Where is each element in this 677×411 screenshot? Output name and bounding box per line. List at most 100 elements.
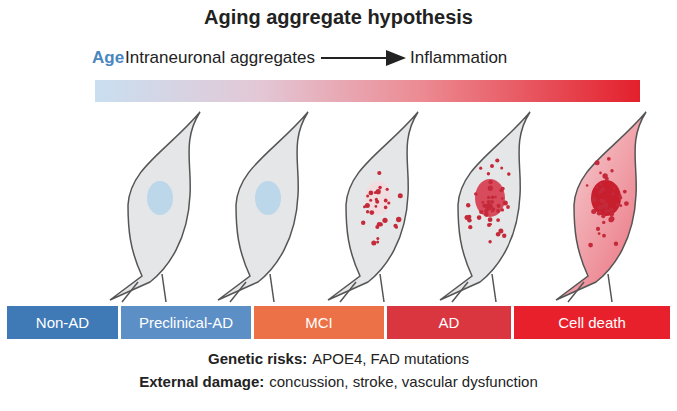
aggregate-dot xyxy=(396,217,401,222)
stage-label: Cell death xyxy=(558,314,626,331)
neurite xyxy=(568,274,612,302)
aggregate-dot xyxy=(490,164,494,168)
neurite xyxy=(340,274,384,302)
aggregate-dot xyxy=(468,225,472,229)
aggregate-dot xyxy=(497,204,501,208)
aggregate-dot xyxy=(490,200,494,204)
aggregate-dot xyxy=(591,209,596,214)
aggregate-dot xyxy=(384,206,388,210)
stage-label: Preclinical-AD xyxy=(139,314,233,331)
aggregate-dot xyxy=(501,187,505,191)
aggregate-dot xyxy=(366,195,369,198)
aggregate-dot xyxy=(376,189,381,194)
axis-label: Age xyxy=(92,48,124,68)
aggregate-dot xyxy=(504,202,507,205)
aggregate-dot xyxy=(466,203,470,207)
aggregate-dot xyxy=(602,234,606,238)
aggregate-dot xyxy=(479,210,483,214)
aggregate-dot xyxy=(491,195,495,199)
aggregate-dot xyxy=(467,218,472,223)
aggregate-dot xyxy=(598,205,603,210)
stage-label: Inflammation xyxy=(410,48,507,68)
aggregate-dot xyxy=(610,211,614,215)
aggregate-dot xyxy=(481,201,484,204)
aggregate-dot xyxy=(369,191,374,196)
progression-arrow xyxy=(321,57,404,59)
aggregate-dot xyxy=(369,199,372,202)
aggregate-dot xyxy=(503,201,508,206)
aggregate-dot xyxy=(482,203,486,207)
aggregate-dot xyxy=(477,215,482,220)
aggregate-dot xyxy=(588,243,593,248)
nucleus xyxy=(591,180,621,216)
aggregate-dot xyxy=(489,223,492,226)
nucleus xyxy=(475,179,505,217)
aggregate-dot xyxy=(610,208,614,212)
aggregate-dot xyxy=(501,197,504,200)
stage-band: MCI xyxy=(254,306,384,339)
neuron-body xyxy=(328,112,418,300)
aggregate-dot xyxy=(384,199,388,203)
aggregate-dot xyxy=(619,194,622,197)
aggregate-dot xyxy=(601,214,605,218)
aggregate-dot xyxy=(507,172,511,176)
aggregate-dot xyxy=(494,196,497,199)
aggregate-dot xyxy=(489,180,493,184)
aggregate-dot xyxy=(591,197,596,202)
stage-label: Non-AD xyxy=(36,314,89,331)
aggregate-dot xyxy=(595,160,600,165)
stage-band: Cell death xyxy=(514,306,670,339)
aggregate-dot xyxy=(498,229,503,234)
aggregate-dot xyxy=(376,241,379,244)
aggregate-dot xyxy=(398,193,403,198)
aggregate-dot xyxy=(488,240,491,243)
aggregate-dot xyxy=(496,218,500,222)
aggregate-dot xyxy=(612,187,615,190)
neurite xyxy=(122,274,166,302)
aggregate-dot xyxy=(487,200,491,204)
aggregate-dot xyxy=(371,241,376,246)
note-row: External damage:concussion, stroke, vasc… xyxy=(0,373,677,390)
aggregate-dot xyxy=(377,171,381,175)
aggregate-dot xyxy=(366,210,369,213)
aggregate-dot xyxy=(608,217,613,222)
aggregate-dot xyxy=(599,198,603,202)
aggregate-dot xyxy=(496,209,500,213)
aggregate-dot xyxy=(596,227,600,231)
nucleus xyxy=(147,181,173,215)
aggregate-dot xyxy=(604,203,609,208)
aggregate-dot xyxy=(479,167,482,170)
neuron-body xyxy=(440,112,530,300)
aggregate-dot xyxy=(487,172,490,175)
aggregate-dot xyxy=(378,186,382,190)
aggregate-dot xyxy=(393,224,397,228)
aggregate-dot xyxy=(487,196,490,199)
aggregate-dot xyxy=(624,201,629,206)
aggregate-dot xyxy=(488,217,493,222)
stage-label: Intraneuronal aggregates xyxy=(125,48,315,68)
aggregate-dot xyxy=(361,221,365,225)
aggregate-dot xyxy=(598,232,601,235)
aggregate-dot xyxy=(610,214,613,217)
aggregate-dot xyxy=(602,221,605,224)
note-text: concussion, stroke, vascular dysfunction xyxy=(269,373,537,390)
aggregate-dot xyxy=(375,205,378,208)
aggregate-dot xyxy=(369,210,374,215)
aggregate-dot xyxy=(495,158,499,162)
note-text: APOE4, FAD mutations xyxy=(312,350,469,367)
nucleus xyxy=(255,181,281,215)
age-gradient-bar xyxy=(95,80,640,102)
neuron-body xyxy=(556,112,646,300)
aggregate-dot xyxy=(596,186,599,189)
aggregate-dot xyxy=(597,211,602,216)
nucleus xyxy=(365,181,391,215)
aggregate-dot xyxy=(488,186,493,191)
note-row: Genetic risks:APOE4, FAD mutations xyxy=(0,350,677,367)
neurite xyxy=(230,274,274,302)
aggregate-dot xyxy=(474,192,478,196)
aggregate-dot xyxy=(491,196,494,199)
aggregate-dot xyxy=(601,187,606,192)
neuron-body xyxy=(110,112,200,300)
aggregate-dot xyxy=(365,203,370,208)
neurite xyxy=(452,274,496,302)
